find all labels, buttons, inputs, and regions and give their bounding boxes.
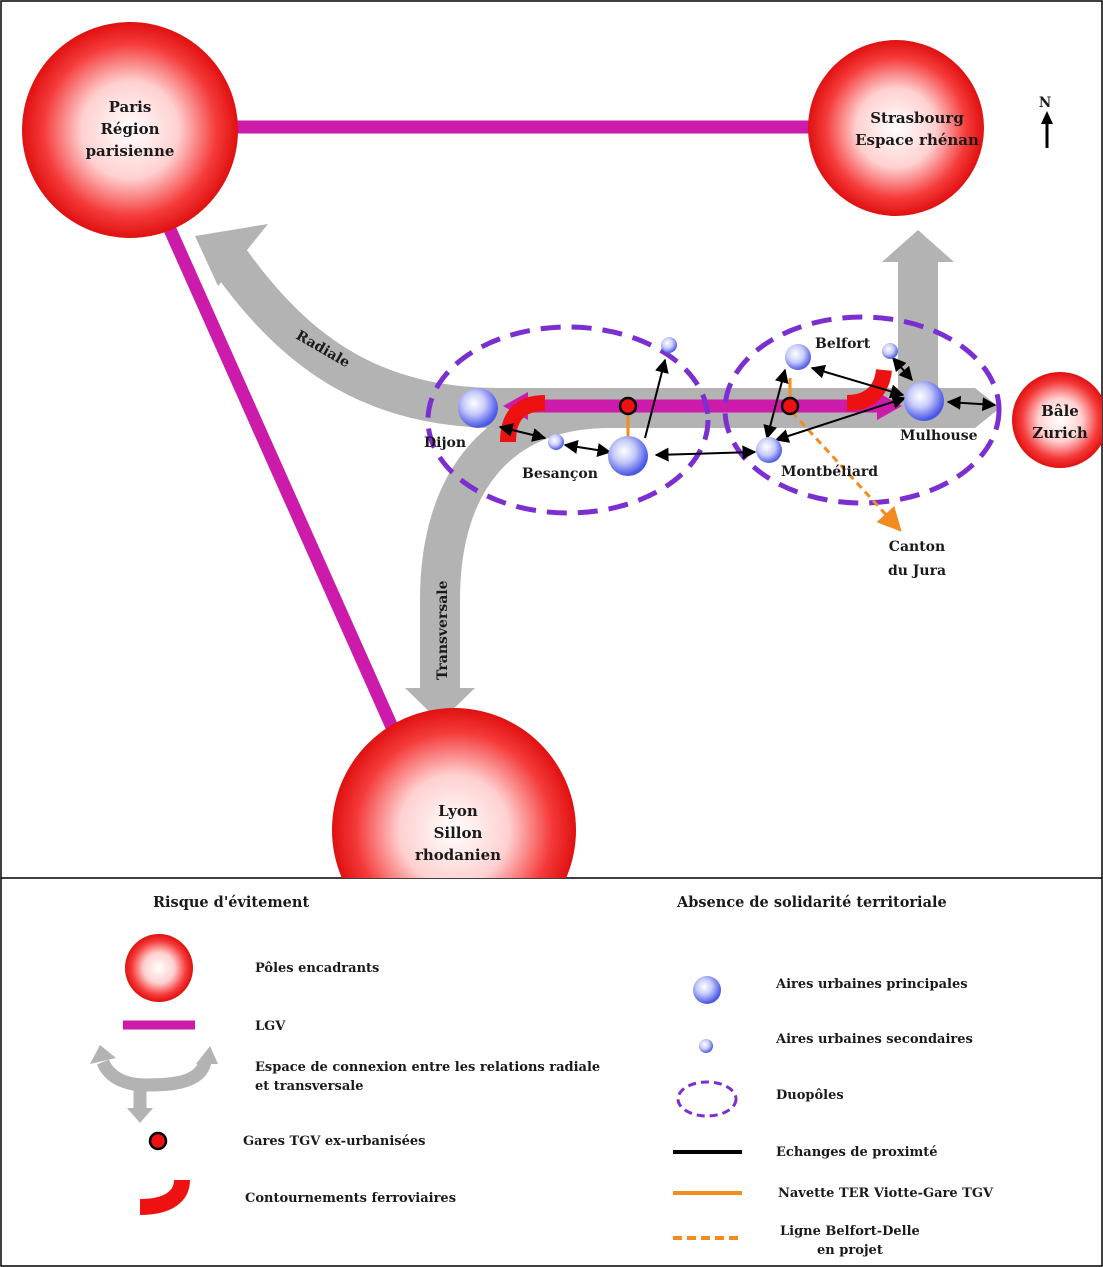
legend-left-title: Risque d'évitement [153,894,309,911]
strasbourg-label-1: Strasbourg [870,109,964,127]
legend-connexion-label-1: Espace de connexion entre les relations … [255,1060,600,1075]
paris-label-3: parisienne [86,142,175,160]
map-area: Paris Région parisienne Strasbourg Espac… [22,22,1102,878]
mulhouse-label: Mulhouse [900,428,978,444]
paris-label-2: Région [100,120,159,138]
legend-pole-icon [125,934,193,1002]
duopole-belfort-montbeliard-mulhouse [722,314,1002,506]
legend-lgv-label: LGV [255,1019,286,1034]
strasbourg-arrowhead [882,230,954,262]
legend-gares-label: Gares TGV ex-urbanisées [243,1134,425,1149]
legend-right-title: Absence de solidarité territoriale [676,894,947,911]
legend-echanges-label: Echanges de proximté [776,1145,938,1160]
legend-duopole-icon [676,1080,738,1118]
legend-secondary-icon [699,1039,713,1053]
duopole-dijon-besancon [425,324,711,516]
pole-bale [1012,372,1102,468]
legend-gare-icon [148,1131,168,1151]
bale-label-2: Zurich [1032,424,1088,442]
paris-label-1: Paris [109,98,152,116]
pole-strasbourg [808,40,984,216]
north-arrowhead-icon [1041,111,1053,124]
north-letter: N [1039,95,1051,111]
legend-corridor-icon [90,1045,218,1123]
legend-contournement-icon [139,1179,190,1215]
legend-navette-label: Navette TER Viotte-Gare TGV [778,1186,994,1201]
montbeliard-label: Montbéliard [781,464,878,480]
bale-label-1: Bâle [1041,402,1079,420]
secondary-area-1 [661,337,677,353]
contournement-mulhouse [846,368,892,411]
legend-connexion-label-2: et transversale [255,1079,363,1094]
city-mulhouse-marker [904,381,944,421]
strasbourg-label-2: Espace rhénan [855,131,979,149]
pole-paris [22,22,238,238]
lyon-label-3: rhodanien [415,846,501,864]
secondary-area-2 [548,434,564,450]
besancon-label: Besançon [522,466,598,482]
lyon-label-2: Sillon [434,824,483,842]
transversale-arrowhead [405,688,475,722]
legend-secondaires-label: Aires urbaines secondaires [775,1032,973,1047]
gare-tgv-belfort-montbeliard [780,396,800,416]
city-belfort-marker [785,344,811,370]
radiale-arrowhead [195,224,268,286]
belfort-label: Belfort [815,336,871,352]
legend-principal-icon [693,976,721,1004]
city-montbeliard-marker [756,437,782,463]
city-dijon-marker [458,388,498,428]
echanges-proximite [498,356,997,462]
transversale-label: Transversale [435,580,451,680]
legend-duopoles-label: Duopôles [776,1088,844,1103]
gare-tgv-besancon [618,396,638,416]
legend-principales-label: Aires urbaines principales [775,977,968,992]
legend: Risque d'évitement Absence de solidarité… [90,894,994,1258]
legend-ligne-label-1: Ligne Belfort-Delle [780,1224,920,1239]
jura-label-2: du Jura [888,563,946,579]
dijon-label: Dijon [424,435,466,451]
secondary-area-3 [882,343,898,359]
lyon-label-1: Lyon [438,802,478,820]
jura-label-1: Canton [889,539,945,555]
legend-contournements-label: Contournements ferroviaires [245,1191,456,1206]
lgv-paris-lyon [162,222,406,748]
legend-ligne-label-2: en projet [817,1243,883,1258]
legend-poles-label: Pôles encadrants [255,961,379,976]
pole-lyon [332,708,576,878]
city-besancon-marker [608,436,648,476]
